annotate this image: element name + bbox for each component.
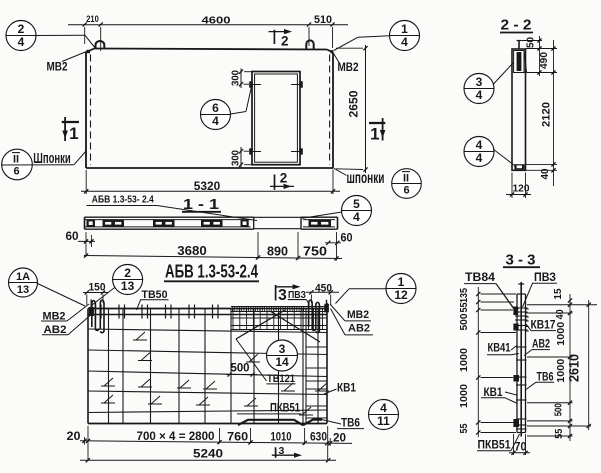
- svg-text:1000: 1000: [555, 359, 567, 383]
- svg-text:135: 135: [458, 288, 470, 303]
- svg-text:3680: 3680: [177, 243, 207, 258]
- svg-text:13: 13: [17, 284, 29, 296]
- svg-text:ТВ121: ТВ121: [267, 373, 295, 385]
- svg-text:II: II: [13, 154, 19, 166]
- svg-text:300: 300: [229, 70, 241, 86]
- svg-text:КВ17: КВ17: [531, 320, 556, 332]
- svg-text:500: 500: [553, 403, 565, 416]
- svg-text:ТВ6: ТВ6: [341, 418, 360, 430]
- svg-text:760: 760: [227, 431, 248, 443]
- svg-text:890: 890: [267, 244, 288, 258]
- svg-text:490: 490: [538, 52, 550, 69]
- svg-text:ПКВ51: ПКВ51: [478, 440, 512, 452]
- svg-text:70: 70: [515, 442, 527, 454]
- svg-text:ТВ84: ТВ84: [465, 272, 496, 284]
- svg-text:4600: 4600: [202, 14, 231, 26]
- svg-text:4: 4: [476, 88, 483, 102]
- svg-text:1000: 1000: [458, 384, 470, 408]
- svg-text:20: 20: [67, 431, 81, 443]
- svg-text:3 - 3: 3 - 3: [506, 251, 536, 268]
- svg-text:1010: 1010: [271, 431, 292, 443]
- svg-text:3: 3: [278, 287, 287, 304]
- svg-text:5320: 5320: [194, 179, 221, 193]
- svg-text:500: 500: [231, 363, 250, 375]
- svg-text:40: 40: [539, 168, 551, 179]
- svg-text:шпонки: шпонки: [347, 170, 385, 187]
- svg-text:КВ1: КВ1: [337, 383, 357, 395]
- svg-text:КВ1: КВ1: [484, 387, 504, 399]
- svg-text:55: 55: [553, 429, 565, 439]
- svg-text:60: 60: [341, 231, 353, 245]
- svg-text:300: 300: [229, 150, 241, 166]
- svg-text:МВ2: МВ2: [347, 309, 369, 321]
- svg-text:55: 55: [458, 423, 470, 433]
- svg-text:МВ2: МВ2: [47, 61, 68, 73]
- svg-text:АБВ 1.3-53-2.4: АБВ 1.3-53-2.4: [165, 262, 258, 282]
- svg-text:510: 510: [314, 14, 332, 26]
- svg-text:5240: 5240: [193, 447, 223, 461]
- svg-text:60: 60: [66, 229, 79, 243]
- svg-text:АВ2: АВ2: [532, 339, 550, 351]
- svg-text:1А: 1А: [16, 271, 30, 283]
- svg-text:210: 210: [86, 14, 99, 24]
- svg-text:АВ2: АВ2: [348, 323, 370, 335]
- svg-text:МВ2: МВ2: [338, 62, 359, 74]
- svg-text:КВ41: КВ41: [488, 343, 511, 355]
- svg-text:4: 4: [401, 35, 408, 49]
- svg-text:ПВЗ: ПВЗ: [534, 272, 556, 284]
- svg-text:15: 15: [552, 288, 564, 299]
- svg-text:2: 2: [280, 170, 288, 185]
- svg-text:13: 13: [121, 279, 135, 293]
- svg-text:40: 40: [554, 309, 566, 319]
- svg-text:20: 20: [333, 432, 346, 444]
- svg-text:12: 12: [394, 288, 408, 302]
- svg-text:II: II: [403, 173, 409, 185]
- svg-text:4: 4: [353, 210, 360, 224]
- svg-text:1000: 1000: [458, 348, 470, 372]
- svg-text:750: 750: [303, 245, 327, 259]
- svg-text:2610: 2610: [567, 354, 582, 382]
- svg-text:14: 14: [275, 355, 289, 369]
- svg-text:ПКВ51: ПКВ51: [270, 403, 300, 415]
- svg-text:2650: 2650: [349, 91, 361, 118]
- svg-text:1000: 1000: [555, 322, 567, 346]
- svg-text:4: 4: [18, 35, 25, 49]
- svg-text:4: 4: [212, 114, 219, 128]
- svg-text:500: 500: [458, 313, 470, 330]
- svg-text:11: 11: [377, 414, 390, 428]
- svg-text:120: 120: [513, 183, 530, 195]
- svg-text:ТВ50: ТВ50: [142, 289, 168, 301]
- svg-text:700 × 4 = 2800: 700 × 4 = 2800: [137, 431, 215, 443]
- svg-text:4: 4: [476, 151, 483, 165]
- svg-text:2: 2: [281, 33, 289, 48]
- svg-text:2 - 2: 2 - 2: [501, 17, 532, 34]
- svg-text:6: 6: [13, 166, 19, 178]
- svg-text:1: 1: [370, 125, 379, 144]
- svg-text:АБВ 1.3-53- 2.4: АБВ 1.3-53- 2.4: [92, 195, 154, 206]
- svg-text:6: 6: [403, 185, 409, 197]
- svg-text:1: 1: [69, 124, 78, 143]
- svg-text:50: 50: [525, 37, 537, 48]
- svg-text:1 - 1: 1 - 1: [183, 196, 219, 213]
- svg-text:630: 630: [310, 432, 327, 444]
- svg-text:2120: 2120: [541, 102, 553, 127]
- svg-text:55: 55: [458, 302, 470, 312]
